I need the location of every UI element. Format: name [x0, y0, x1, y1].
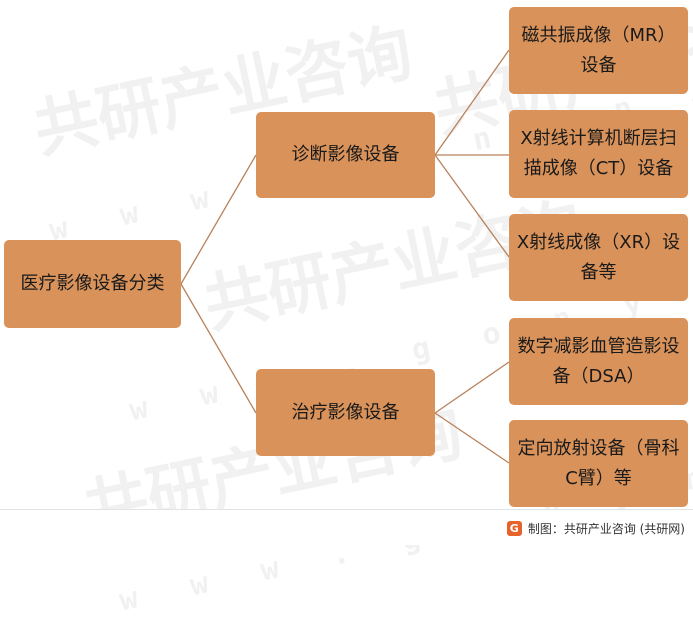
leaf-node-mr: 磁共振成像（MR）设备: [509, 7, 688, 94]
link-diag-xr: [434, 154, 510, 258]
link-ther-carm: [434, 412, 510, 464]
leaf-node-c-arm: 定向放射设备（骨科C臂）等: [509, 420, 688, 507]
leaf-node-ct: X射线计算机断层扫描成像（CT）设备: [509, 110, 688, 198]
link-diag-mr: [434, 49, 510, 156]
brand-logo-icon: G: [506, 520, 522, 536]
root-node: 医疗影像设备分类: [4, 240, 181, 328]
link-root-therapy: [180, 283, 257, 414]
credit-text: 制图：共研产业咨询 (共研网): [527, 521, 685, 536]
link-ther-dsa: [434, 361, 510, 414]
branch-node-diagnostic: 诊断影像设备: [256, 112, 435, 198]
branch-node-therapy: 治疗影像设备: [256, 369, 435, 456]
connector-lines: [180, 49, 510, 464]
link-root-diagnostic: [180, 154, 257, 285]
leaf-node-xr: X射线成像（XR）设备等: [509, 214, 688, 301]
source-credit: G 制图：共研产业咨询 (共研网): [506, 519, 685, 537]
footer-bar: [0, 509, 693, 545]
leaf-node-dsa: 数字减影血管造影设备（DSA）: [509, 318, 688, 405]
